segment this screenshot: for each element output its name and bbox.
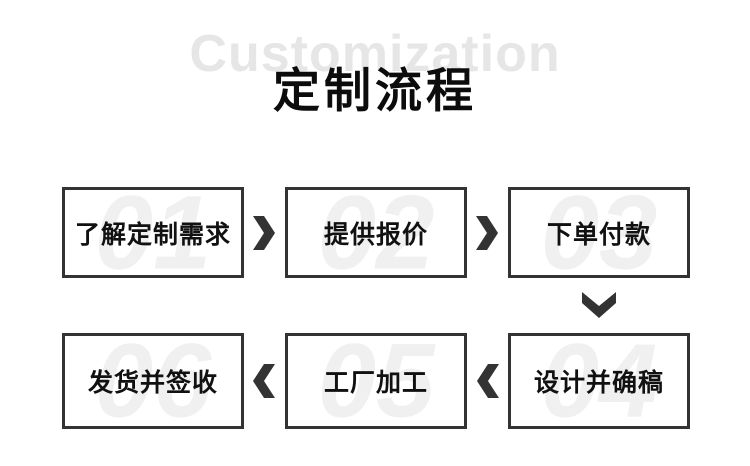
step-label-1: 了解定制需求 [74,220,231,249]
step-number-watermark-4: 04 [540,333,658,429]
step-label-4: 设计并确稿 [533,369,664,397]
step-box-5: 05 工厂加工 [285,333,467,429]
step-box-6: 06 发货并签收 [62,333,244,429]
step-label-2: 提供报价 [323,220,428,249]
chevron-left-icon [253,364,275,398]
chevron-right-icon [253,216,275,250]
step-number-watermark-2: 02 [317,187,435,278]
step-box-1: 01 了解定制需求 [62,187,244,278]
step-number-watermark-6: 06 [94,333,212,429]
step-box-3: 03 下单付款 [508,187,690,278]
chevron-right-icon [476,216,498,250]
chevron-left-icon [477,364,499,398]
step-number-watermark-1: 01 [94,187,212,278]
step-label-3: 下单付款 [546,220,651,249]
step-label-5: 工厂加工 [323,369,428,397]
chevron-down-icon [582,292,616,318]
watermark-text: Customization [189,25,561,83]
step-box-2: 02 提供报价 [285,187,467,278]
page-title: 定制流程 [273,64,477,117]
step-number-watermark-5: 05 [317,333,435,429]
step-label-6: 发货并签收 [87,369,218,397]
step-box-4: 04 设计并确稿 [508,333,690,429]
step-number-watermark-3: 03 [540,187,658,278]
